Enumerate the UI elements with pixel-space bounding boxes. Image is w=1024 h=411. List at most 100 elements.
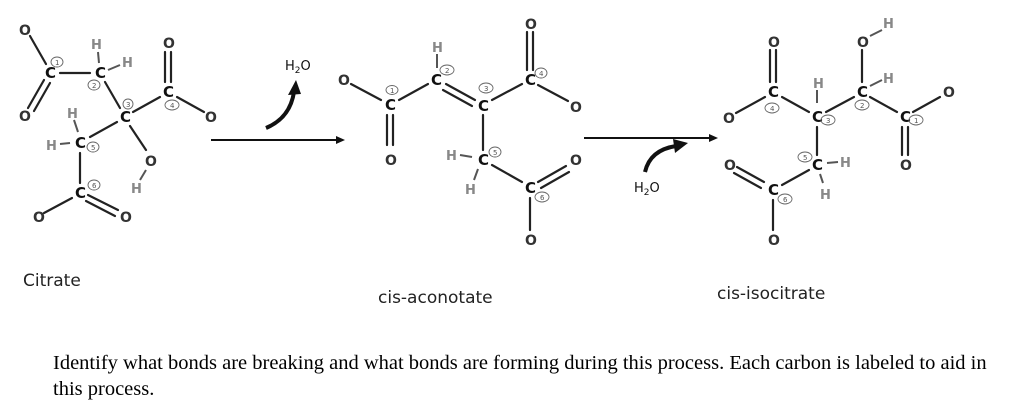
bond — [734, 95, 767, 115]
bond — [103, 80, 122, 110]
carbon-number: 1 — [914, 117, 918, 125]
hydrogen-atom: H — [67, 107, 78, 122]
bond — [107, 64, 121, 71]
carbon-atom-3: C — [478, 97, 489, 115]
bond — [911, 95, 942, 114]
carbon-number-ring — [87, 79, 101, 91]
carbon-atom-2: C — [95, 64, 106, 82]
bond — [84, 199, 117, 218]
carbon-number-ring — [50, 56, 64, 68]
cis-aconitate-label: cis-aconotate — [378, 288, 493, 308]
oxygen-atom: O — [724, 158, 736, 174]
bond — [131, 95, 162, 114]
carbon-number-ring — [820, 114, 836, 126]
oxygen-atom: O — [19, 23, 31, 39]
carbon-number: 4 — [170, 102, 175, 110]
bond — [42, 196, 74, 215]
carbon-atom-5: C — [75, 134, 86, 152]
citrate-label: Citrate — [23, 271, 81, 291]
curved-arrow-head-icon — [288, 80, 301, 95]
oxygen-atom: O — [570, 100, 582, 116]
bond — [139, 169, 147, 181]
bond — [128, 124, 148, 152]
bond — [88, 120, 119, 139]
bond — [444, 82, 477, 102]
hydrogen-atom: H — [91, 38, 102, 53]
oxygen-atom: O — [163, 36, 175, 52]
carbon-atom-5: C — [812, 156, 823, 174]
hydrogen-atom: H — [432, 41, 443, 56]
carbon-atom-4: C — [163, 83, 174, 101]
bond — [473, 168, 479, 181]
reaction-arrow-2: H2O — [584, 134, 718, 198]
carbon-number: 4 — [770, 105, 775, 113]
carbon-atom-1: C — [385, 96, 396, 114]
bond — [59, 142, 71, 145]
oxygen-atom: O — [385, 153, 397, 169]
hydrogen-atom: H — [840, 156, 851, 171]
carbon-number: 3 — [126, 101, 130, 109]
oxygen-atom: O — [120, 210, 132, 226]
carbon-atom-4: C — [525, 71, 536, 89]
curved-arrow-up-icon — [265, 91, 296, 130]
bond — [869, 29, 883, 37]
oxygen-atom: O — [768, 233, 780, 249]
bond — [26, 78, 46, 110]
oxygen-atom: O — [338, 73, 350, 89]
carbon-atom-2: C — [857, 83, 868, 101]
carbon-atom-6: C — [75, 184, 86, 202]
oxygen-atom: O — [943, 85, 955, 101]
hydrogen-atom: H — [46, 139, 57, 154]
carbon-atom-6: C — [525, 179, 536, 197]
carbon-number-ring — [534, 191, 550, 203]
carbon-number-ring — [488, 146, 502, 158]
hydrogen-atom: H — [446, 149, 457, 164]
carbon-number: 3 — [826, 117, 830, 125]
bond — [349, 82, 383, 102]
carbon-number-ring — [764, 102, 780, 114]
hydrogen-atom: H — [813, 77, 824, 92]
oxygen-atom: O — [33, 210, 45, 226]
bond — [536, 83, 570, 103]
bond — [86, 193, 120, 212]
cis-isocitrate-structure: C O O C H C O H H C O O C H H C O O 4 3 … — [723, 17, 955, 249]
carbon-number-ring — [385, 85, 399, 95]
bond — [868, 95, 899, 114]
curved-arrow-head-icon — [673, 139, 688, 153]
carbon-atom-6: C — [768, 181, 779, 199]
hydrogen-atom: H — [883, 72, 894, 87]
oxygen-atom: O — [205, 110, 217, 126]
hydroxyl-hydrogen: H — [131, 182, 142, 197]
bond — [869, 79, 883, 87]
bond — [73, 119, 79, 133]
reaction-arrow-1: H2O — [211, 59, 345, 144]
hydroxyl-hydrogen: H — [883, 17, 894, 32]
carbon-number: 5 — [91, 144, 95, 152]
water-released-label: H2O — [285, 59, 311, 76]
carbon-number: 1 — [390, 87, 394, 95]
carbon-number: 5 — [803, 154, 807, 162]
bond — [459, 154, 473, 158]
water-added-label: H2O — [634, 181, 660, 198]
bond — [819, 173, 824, 184]
bond — [780, 95, 811, 114]
carbon-number: 5 — [493, 149, 497, 157]
hydrogen-atom: H — [820, 188, 831, 203]
reaction-diagram: O C O C H H C C O O O H C H H C O O 1 2 … — [19, 17, 955, 249]
bond — [735, 165, 766, 184]
question-prompt: Identify what bonds are breaking and wha… — [53, 352, 987, 400]
oxygen-atom: O — [723, 111, 735, 127]
carbon-atom-4: C — [768, 83, 779, 101]
hydrogen-atom: H — [122, 56, 133, 71]
bond — [539, 170, 571, 190]
carbon-number-ring — [86, 141, 100, 153]
oxygen-atom: O — [570, 153, 582, 169]
carbon-atom-3: C — [812, 108, 823, 126]
bond — [824, 95, 856, 114]
carbon-number-ring — [164, 99, 180, 111]
bond — [97, 51, 100, 64]
carbon-atom-1: C — [45, 64, 56, 82]
bond — [28, 34, 48, 66]
oxygen-atom: O — [19, 109, 31, 125]
carbon-number-ring — [439, 64, 455, 76]
